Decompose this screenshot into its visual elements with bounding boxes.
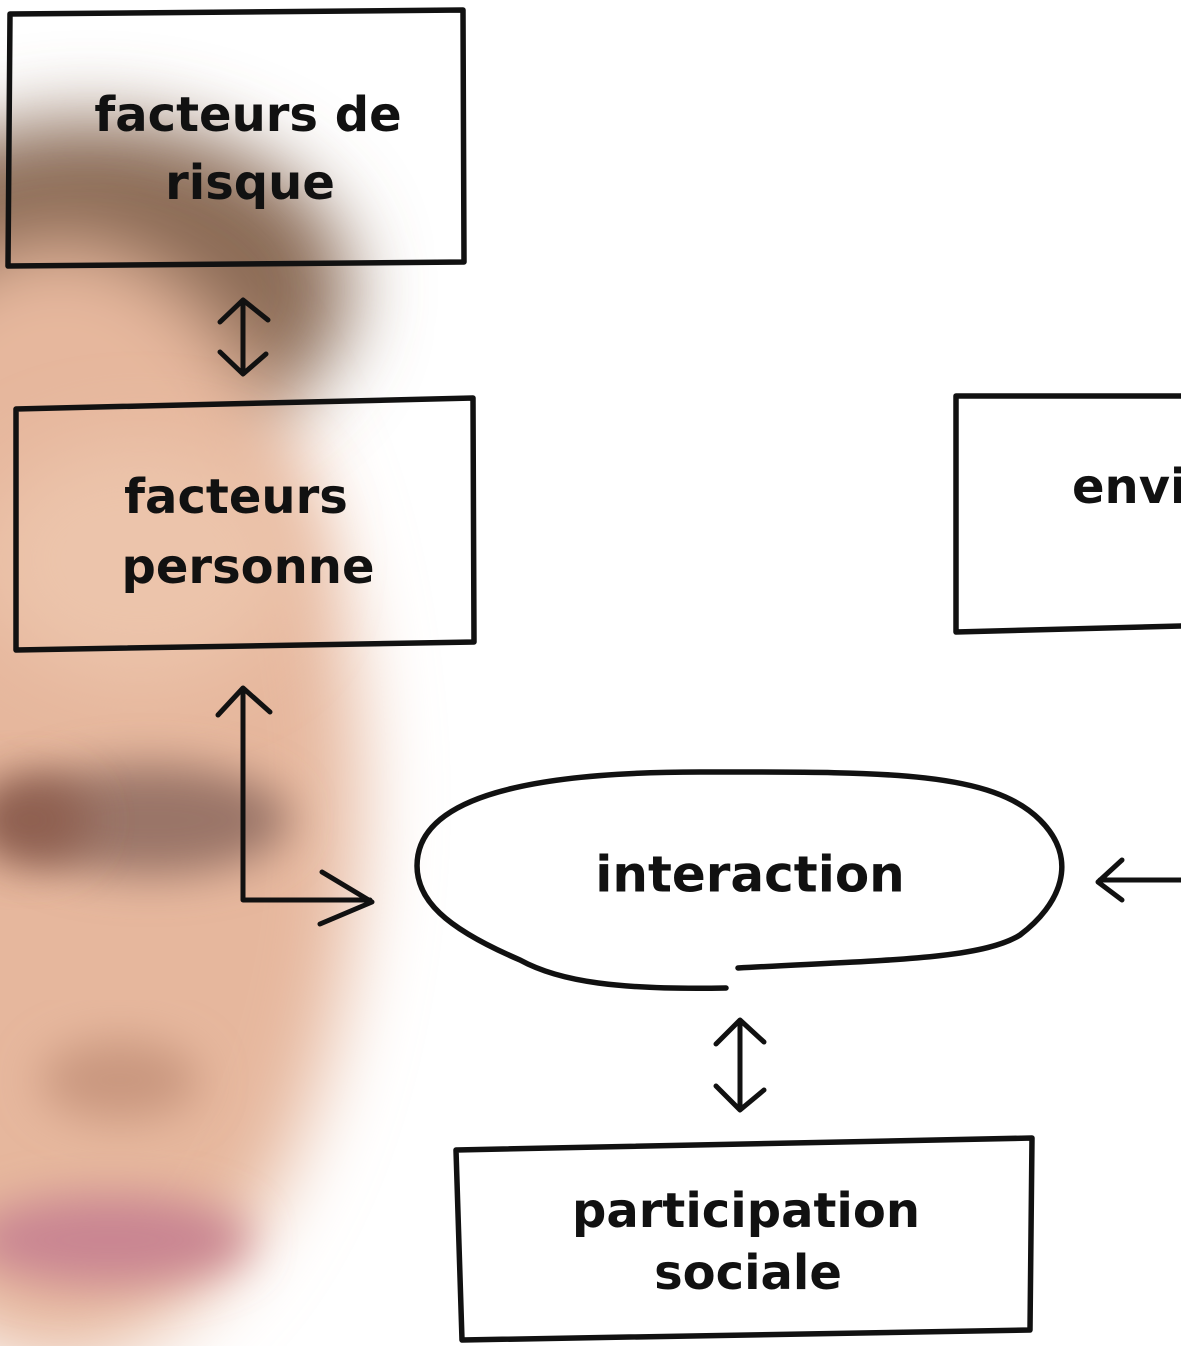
social-participation-label-line1: participation xyxy=(572,1183,920,1239)
environment-label: envi xyxy=(1072,459,1181,515)
arrow-risk-to-personal xyxy=(217,297,271,377)
social-participation-box xyxy=(453,1135,1035,1343)
arrow-interaction-to-participation xyxy=(713,1017,767,1113)
environment-box xyxy=(953,393,1181,635)
social-participation-label-line2: sociale xyxy=(654,1245,842,1301)
interaction-ellipse xyxy=(414,769,1065,992)
node-personal-factors: facteurs personne xyxy=(13,395,477,653)
arrow-environment-to-interaction xyxy=(1095,857,1181,903)
personal-factors-box xyxy=(13,395,477,653)
risk-factors-label-line2: risque xyxy=(165,155,335,211)
risk-factors-box xyxy=(5,7,467,269)
personal-factors-label-line2: personne xyxy=(121,539,374,595)
node-risk-factors: facteurs de risque xyxy=(5,7,467,269)
risk-factors-label-line1: facteurs de xyxy=(94,87,401,143)
node-social-participation: participation sociale xyxy=(453,1135,1035,1343)
arrow-personal-to-interaction xyxy=(215,685,375,927)
interaction-label: interaction xyxy=(595,846,905,904)
node-interaction: interaction xyxy=(414,769,1065,992)
personal-factors-label-line1: facteurs xyxy=(124,469,348,525)
node-environment: envi xyxy=(953,393,1181,635)
